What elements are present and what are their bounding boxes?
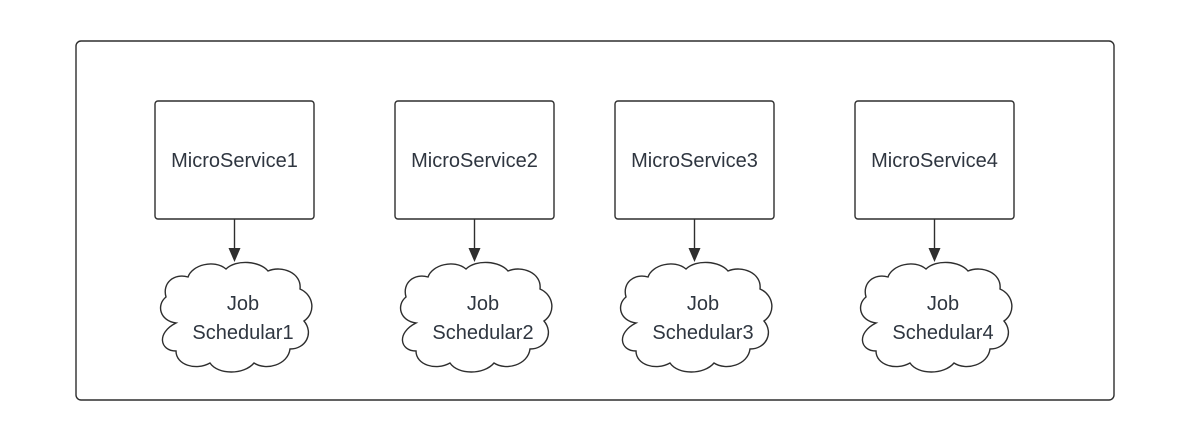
arrowhead-2 xyxy=(468,248,481,262)
arrowhead-1 xyxy=(228,248,241,262)
service-group-3: MicroService3 Job Schedular3 xyxy=(614,100,775,373)
service-group-1: MicroService1 Job Schedular1 xyxy=(154,100,315,373)
arrowhead-3 xyxy=(688,248,701,262)
scheduler-label-1-line2: Schedular1 xyxy=(192,322,293,344)
scheduler-label-4-line2: Schedular4 xyxy=(892,322,993,344)
scheduler-label-2-line2: Schedular2 xyxy=(432,322,533,344)
service-group-4: MicroService4 Job Schedular4 xyxy=(854,100,1015,373)
service-group-2: MicroService2 Job Schedular2 xyxy=(394,100,555,373)
scheduler-label-1-line1: Job xyxy=(227,293,259,315)
scheduler-label-3-line2: Schedular3 xyxy=(652,322,753,344)
microservice-label-1: MicroService1 xyxy=(171,150,298,172)
microservice-label-2: MicroService2 xyxy=(411,150,538,172)
scheduler-label-2-line1: Job xyxy=(467,293,499,315)
microservice-label-4: MicroService4 xyxy=(871,150,998,172)
arrowhead-4 xyxy=(928,248,941,262)
scheduler-label-3-line1: Job xyxy=(687,293,719,315)
microservice-label-3: MicroService3 xyxy=(631,150,758,172)
scheduler-label-4-line1: Job xyxy=(927,293,959,315)
